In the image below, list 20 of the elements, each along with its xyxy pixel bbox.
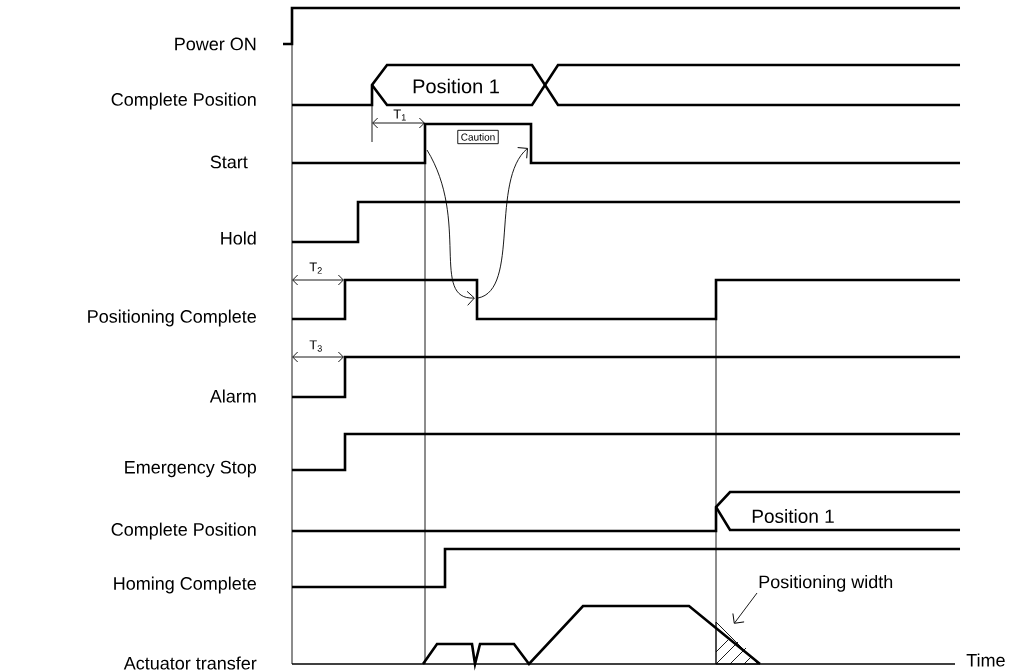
signal-name: Positioning Complete [88, 309, 256, 327]
time-label: Time [966, 653, 1005, 667]
bus-value-label: Position 1 [750, 508, 836, 524]
signal-name: Hold [221, 231, 256, 245]
hatched-area [715, 621, 759, 665]
signal-name: Complete Position [111, 92, 256, 110]
time-interval-label: T$_{1}$ [393, 109, 406, 121]
signal-name: Emergency Stop [125, 460, 256, 478]
signal-name: Power ON [175, 37, 256, 51]
signal-name: Complete Position [111, 522, 256, 540]
caution-box: Caution [457, 129, 499, 145]
bus-value-label: Position 1 [411, 77, 501, 95]
time-interval-label: T$_{3}$ [309, 340, 322, 352]
annotation-text: Positioning width [759, 575, 893, 592]
time-interval-label: T$_{2}$ [309, 262, 322, 274]
leader-line [732, 592, 758, 624]
signal-name: Start [210, 155, 248, 169]
signal-name: Homing Complete [114, 576, 256, 594]
signal-name: Actuator transfer [123, 656, 257, 670]
signal-name: Alarm [209, 389, 256, 403]
